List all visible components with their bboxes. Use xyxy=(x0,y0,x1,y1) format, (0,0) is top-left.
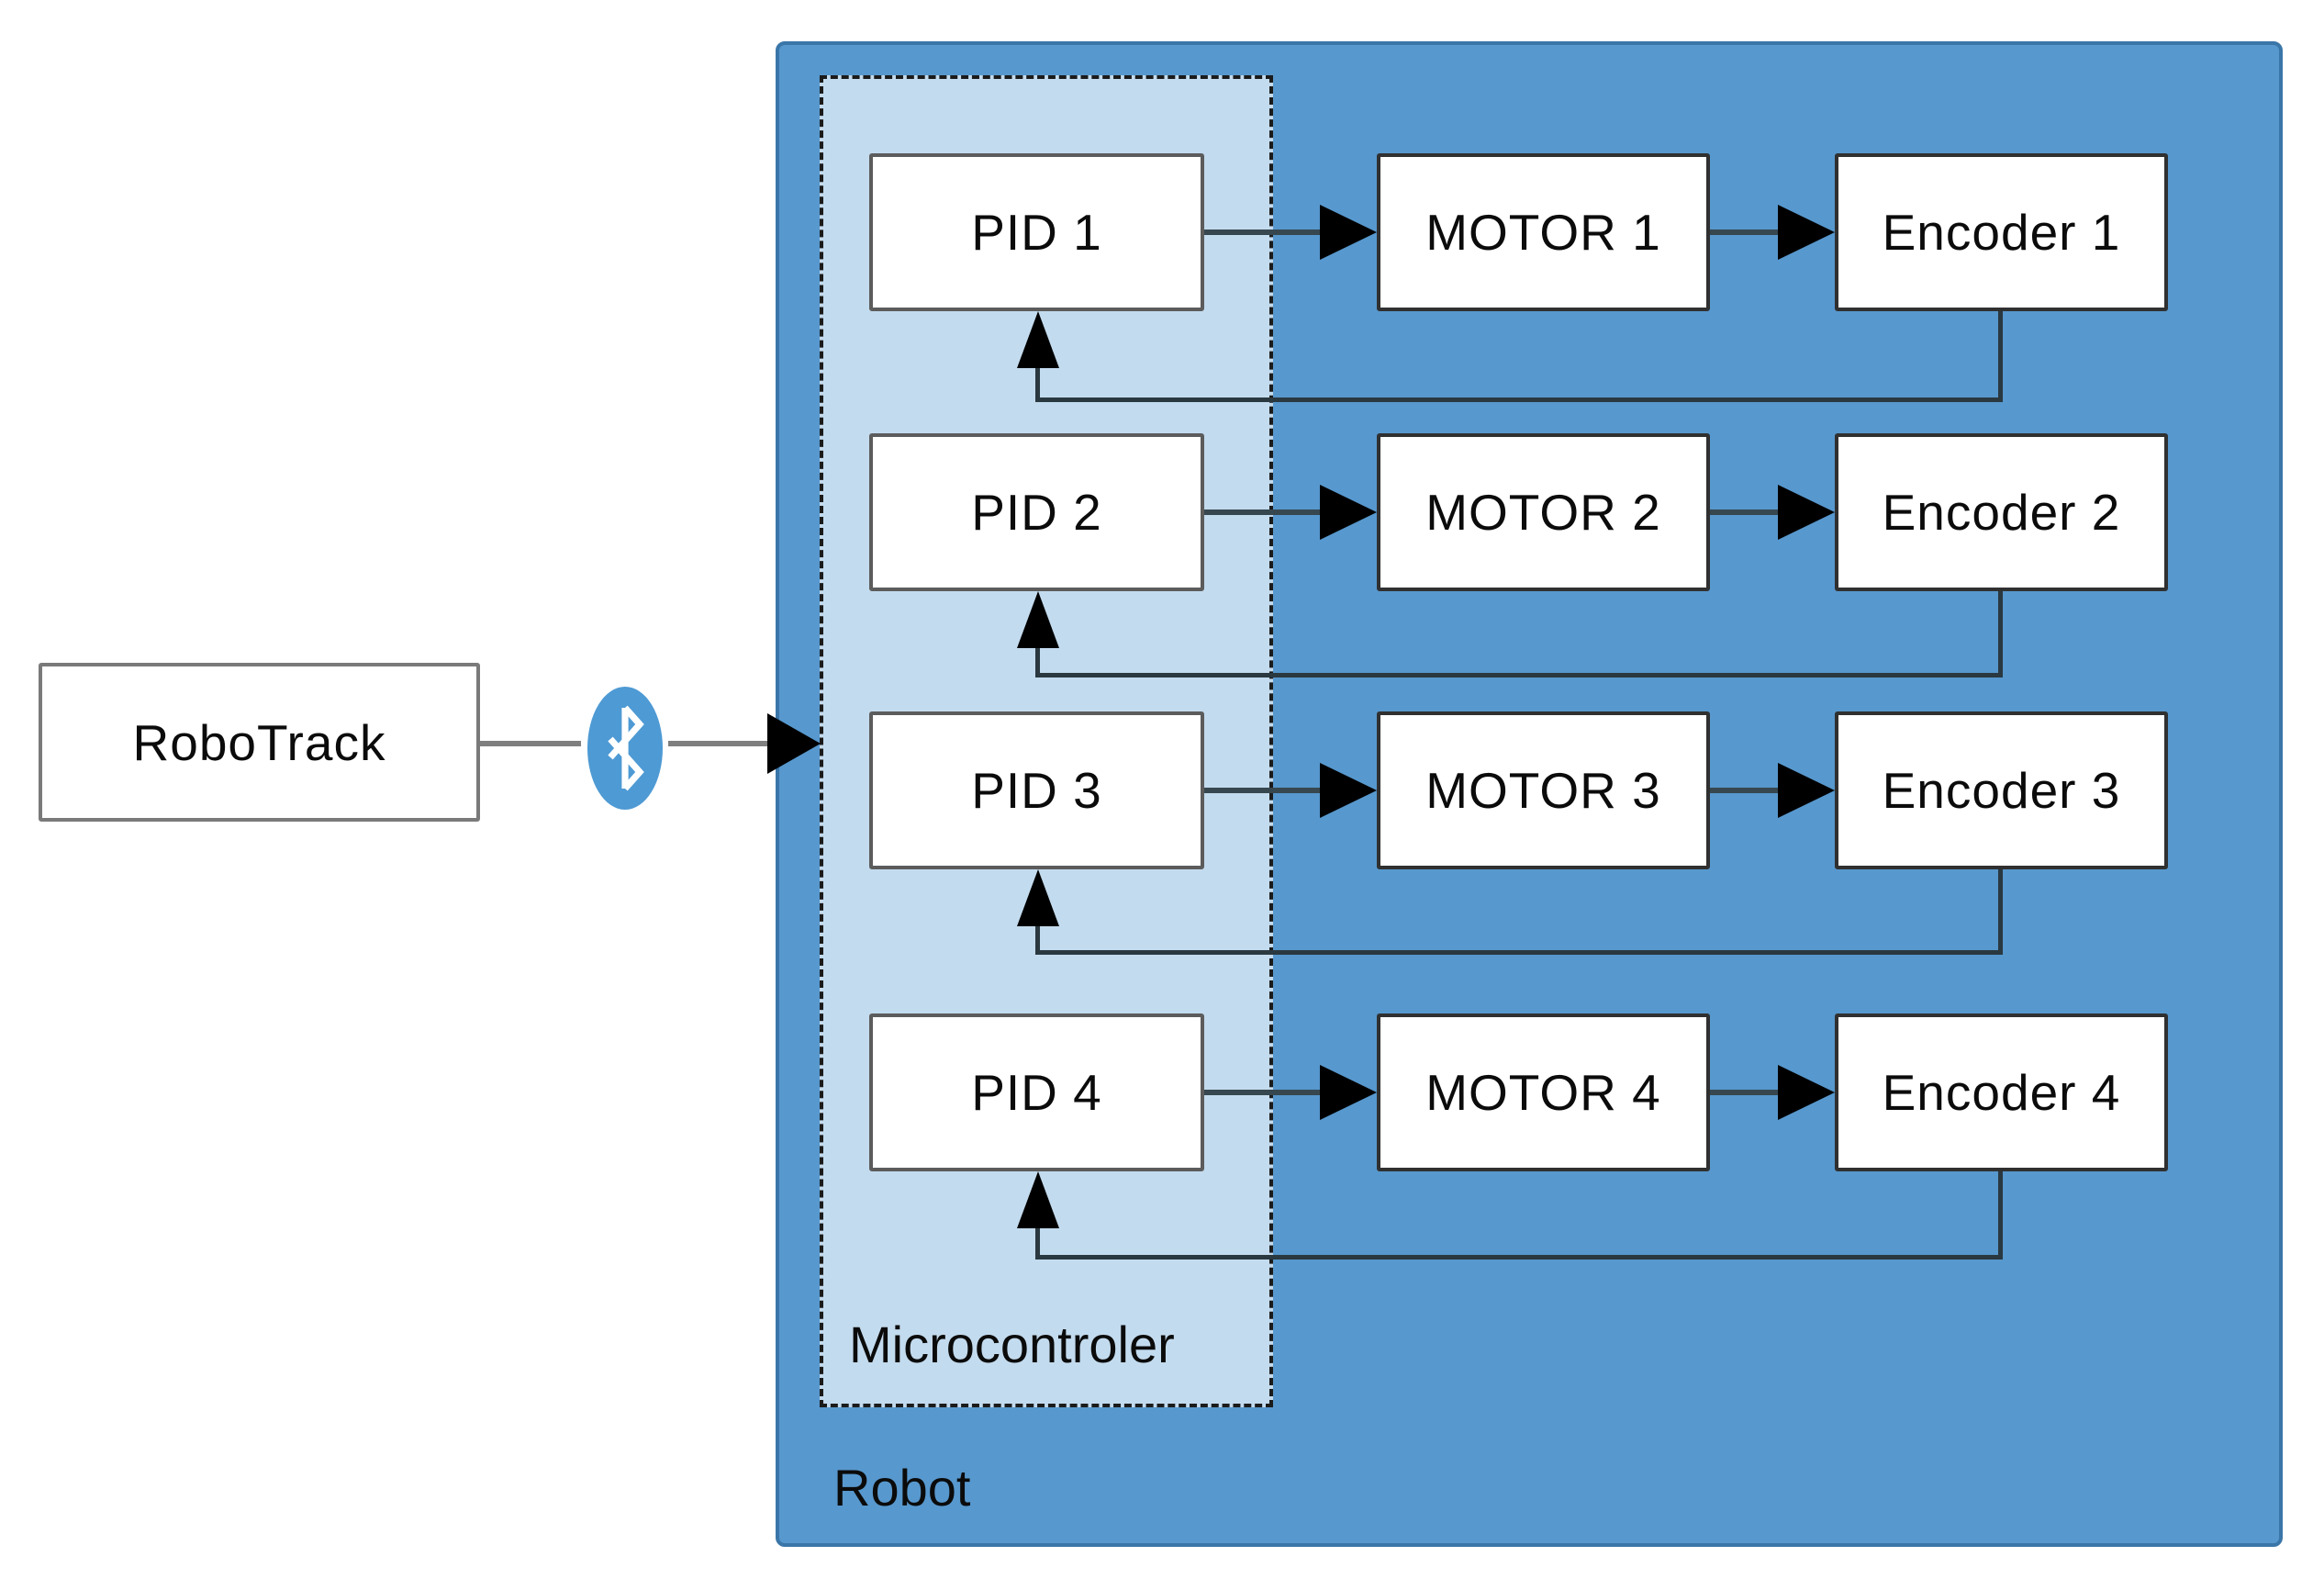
link-robotrack-to-bluetooth xyxy=(480,741,581,746)
encoder-1-label: Encoder 1 xyxy=(1882,204,2121,261)
bluetooth-icon xyxy=(587,687,663,810)
feedback4-drop xyxy=(1998,1171,2003,1260)
bluetooth-rune xyxy=(608,705,644,791)
motor-3-label: MOTOR 3 xyxy=(1425,762,1661,819)
encoder-2-node: Encoder 2 xyxy=(1835,433,2168,591)
encoder-3-label: Encoder 3 xyxy=(1882,762,2121,819)
arrowhead-motor4 xyxy=(1320,1065,1377,1120)
arrowhead-motor2 xyxy=(1320,485,1377,540)
pid-4-node: PID 4 xyxy=(869,1013,1204,1171)
feedback4-stem xyxy=(1035,1225,1040,1260)
arrowhead-encoder4 xyxy=(1778,1065,1835,1120)
encoder-4-label: Encoder 4 xyxy=(1882,1064,2121,1121)
link-pid4-motor4 xyxy=(1204,1090,1320,1095)
motor-2-label: MOTOR 2 xyxy=(1425,484,1661,541)
pid-1-label: PID 1 xyxy=(971,204,1102,261)
encoder-2-label: Encoder 2 xyxy=(1882,484,2121,541)
arrowhead-motor3 xyxy=(1320,763,1377,818)
robot-label: Robot xyxy=(833,1459,971,1517)
feedback2-drop xyxy=(1998,591,2003,677)
arrowhead-pid3-feedback xyxy=(1017,869,1059,926)
feedback2-horizontal xyxy=(1035,673,2003,677)
arrowhead-pid2-feedback xyxy=(1017,591,1059,648)
motor-4-label: MOTOR 4 xyxy=(1425,1064,1661,1121)
pid-2-node: PID 2 xyxy=(869,433,1204,591)
feedback4-horizontal xyxy=(1035,1255,2003,1260)
motor-4-node: MOTOR 4 xyxy=(1377,1013,1710,1171)
robotrack-node: RoboTrack xyxy=(39,663,480,822)
link-motor4-encoder4 xyxy=(1710,1090,1778,1095)
arrowhead-motor1 xyxy=(1320,205,1377,260)
feedback2-stem xyxy=(1035,643,1040,677)
pid-4-label: PID 4 xyxy=(971,1064,1102,1121)
feedback3-drop xyxy=(1998,869,2003,955)
encoder-3-node: Encoder 3 xyxy=(1835,711,2168,869)
motor-3-node: MOTOR 3 xyxy=(1377,711,1710,869)
link-pid2-motor2 xyxy=(1204,509,1320,515)
link-motor1-encoder1 xyxy=(1710,230,1778,235)
feedback1-stem xyxy=(1035,363,1040,402)
encoder-1-node: Encoder 1 xyxy=(1835,153,2168,311)
link-bluetooth-to-robot xyxy=(668,741,767,746)
arrowhead-encoder3 xyxy=(1778,763,1835,818)
feedback3-horizontal xyxy=(1035,950,2003,955)
pid-1-node: PID 1 xyxy=(869,153,1204,311)
link-pid3-motor3 xyxy=(1204,788,1320,793)
microcontroller-label: Microcontroler xyxy=(849,1316,1175,1373)
encoder-4-node: Encoder 4 xyxy=(1835,1013,2168,1171)
link-motor3-encoder3 xyxy=(1710,788,1778,793)
pid-3-label: PID 3 xyxy=(971,762,1102,819)
motor-1-label: MOTOR 1 xyxy=(1425,204,1661,261)
arrowhead-pid4-feedback xyxy=(1017,1171,1059,1228)
robotrack-label: RoboTrack xyxy=(132,713,386,771)
feedback1-horizontal xyxy=(1035,398,2003,402)
pid-3-node: PID 3 xyxy=(869,711,1204,869)
feedback3-stem xyxy=(1035,921,1040,955)
motor-1-node: MOTOR 1 xyxy=(1377,153,1710,311)
motor-2-node: MOTOR 2 xyxy=(1377,433,1710,591)
arrowhead-into-robot xyxy=(767,713,821,774)
link-pid1-motor1 xyxy=(1204,230,1320,235)
pid-2-label: PID 2 xyxy=(971,484,1102,541)
arrowhead-encoder2 xyxy=(1778,485,1835,540)
arrowhead-pid1-feedback xyxy=(1017,311,1059,368)
feedback1-drop xyxy=(1998,311,2003,402)
link-motor2-encoder2 xyxy=(1710,509,1778,515)
arrowhead-encoder1 xyxy=(1778,205,1835,260)
